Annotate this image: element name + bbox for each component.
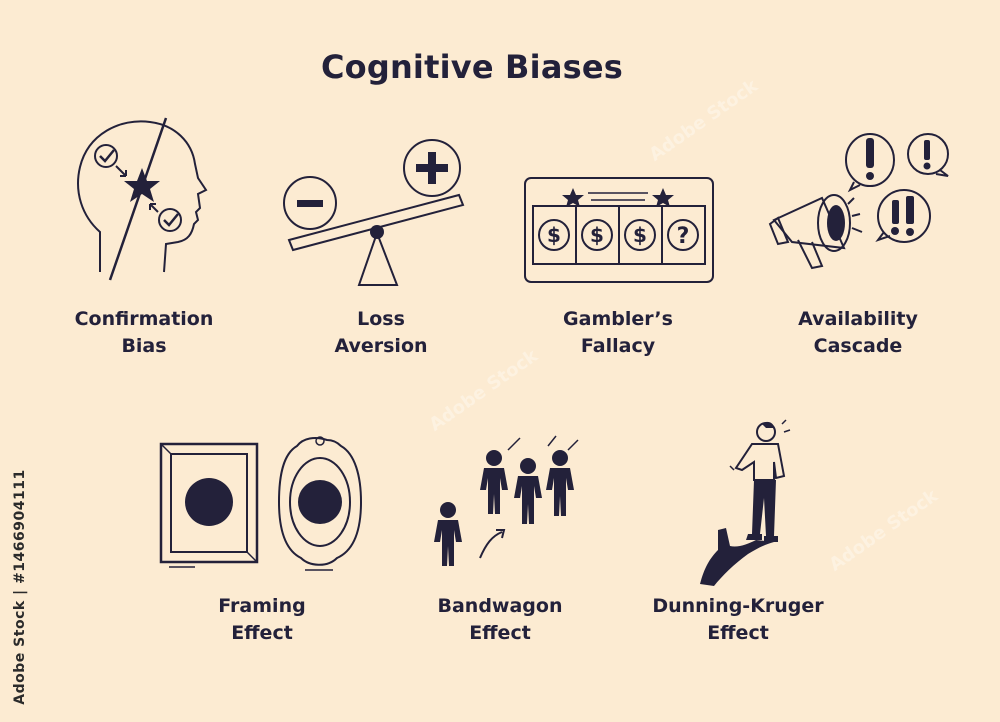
label-loss-aversion: Loss Aversion <box>281 306 481 360</box>
label-line2: Effect <box>231 622 293 644</box>
label-line2: Cascade <box>813 335 903 357</box>
label-dunning-kruger-effect: Dunning-Kruger Effect <box>638 593 838 647</box>
stock-credit: Adobe Stock | #1466904111 <box>10 469 30 704</box>
stock-credit-text: Adobe Stock | #1466904111 <box>12 469 28 705</box>
head-profile-star-checkmarks-icon <box>70 112 215 282</box>
svg-text:$: $ <box>633 223 647 247</box>
label-line1: Dunning-Kruger <box>652 595 824 617</box>
page-title: Cognitive Biases <box>320 48 624 86</box>
label-line2: Effect <box>707 622 769 644</box>
label-framing-effect: Framing Effect <box>162 593 362 647</box>
label-line1: Availability <box>798 308 918 330</box>
watermark-1: Adobe Stock <box>645 75 762 166</box>
megaphone-exclamation-bubbles-icon <box>764 128 954 283</box>
label-line2: Aversion <box>334 335 428 357</box>
label-line1: Gambler’s <box>563 308 673 330</box>
label-line1: Confirmation <box>74 308 214 330</box>
svg-text:?: ? <box>677 224 690 249</box>
label-confirmation-bias: Confirmation Bias <box>44 306 244 360</box>
label-bandwagon-effect: Bandwagon Effect <box>400 593 600 647</box>
label-availability-cascade: Availability Cascade <box>758 306 958 360</box>
label-line1: Loss <box>357 308 405 330</box>
label-line2: Bias <box>121 335 167 357</box>
label-gamblers-fallacy: Gambler’s Fallacy <box>518 306 718 360</box>
slot-machine-dollar-question-icon: $ $ $ ? <box>523 176 715 286</box>
svg-text:$: $ <box>590 223 604 247</box>
label-line1: Framing <box>218 595 306 617</box>
svg-text:$: $ <box>547 223 561 247</box>
label-line2: Effect <box>469 622 531 644</box>
group-of-people-icon <box>428 432 588 572</box>
man-with-big-shadow-icon <box>690 418 810 588</box>
label-line1: Bandwagon <box>437 595 563 617</box>
watermark-3: Adobe Stock <box>825 485 942 576</box>
seesaw-plus-minus-icon <box>275 135 470 295</box>
picture-frames-icon <box>155 432 370 572</box>
label-line2: Fallacy <box>580 335 656 357</box>
